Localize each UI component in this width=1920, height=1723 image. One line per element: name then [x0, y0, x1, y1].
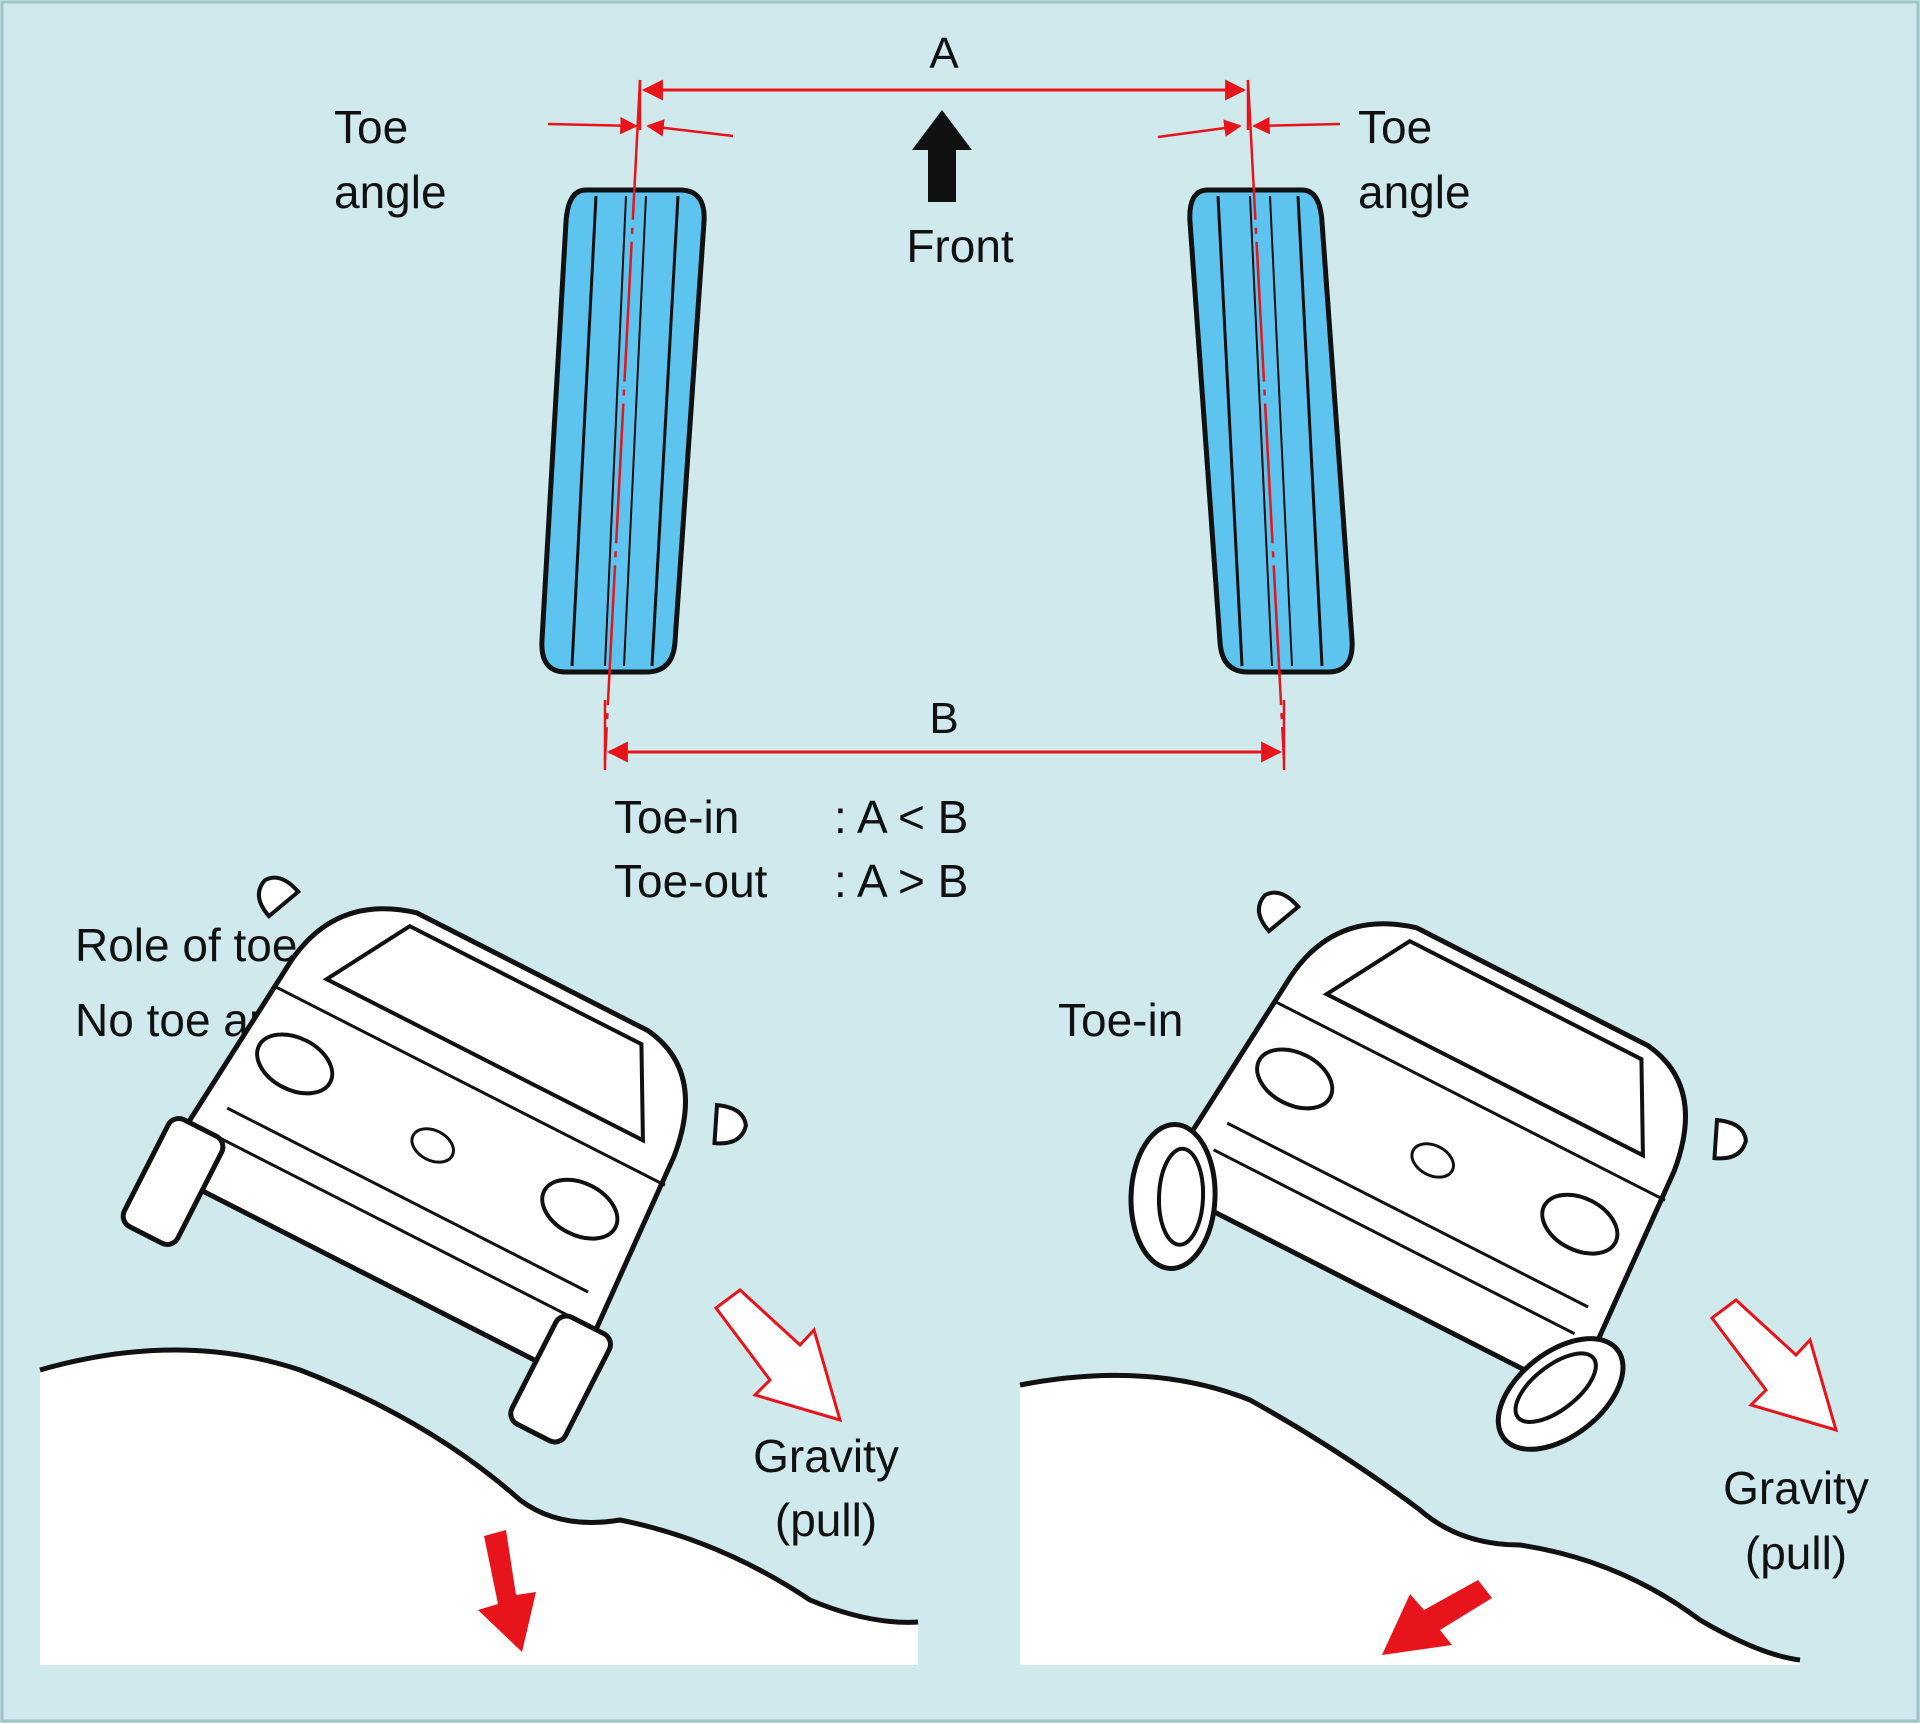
definition-toe-in-relation: : A < B	[834, 791, 968, 843]
gravity-label-line2: (pull)	[775, 1494, 877, 1546]
panel-toe-in: Toe-in Gravi	[1019, 890, 1869, 1665]
panel-title: Toe-in	[1058, 994, 1183, 1046]
right-toe-arrow-inner	[1157, 119, 1242, 139]
toe-angle-left-line2: angle	[334, 166, 447, 218]
toe-angle-right-line2: angle	[1358, 166, 1471, 218]
panel-no-toe-angle: No toe angle Gravity (pull)	[39, 875, 919, 1665]
pull-down-arrow-icon	[478, 1530, 536, 1652]
gravity-label-line1: Gravity	[1723, 1462, 1869, 1514]
hill-outline	[1019, 1372, 1801, 1663]
hill-ground	[40, 1350, 918, 1665]
toe-angle-right-line1: Toe	[1358, 101, 1432, 153]
top-view-wheels: A B Front Toe angle Toe angle Toe-in : A…	[334, 29, 1471, 907]
car-front-view	[120, 875, 748, 1445]
left-toe-arrow-inner	[646, 119, 734, 138]
right-tire	[1187, 187, 1355, 675]
front-arrow-icon	[912, 110, 972, 202]
left-tire-centerline	[603, 79, 642, 761]
toe-angle-left-line1: Toe	[334, 101, 408, 153]
definition-toe-in-term: Toe-in	[614, 791, 739, 843]
gravity-arrow-icon	[713, 1288, 843, 1423]
hill-outline	[39, 1347, 919, 1625]
gravity-label-line1: Gravity	[753, 1430, 899, 1482]
gravity-arrow-icon	[1709, 1298, 1839, 1433]
definition-toe-out-term: Toe-out	[614, 855, 768, 907]
car-front-view	[1128, 890, 1748, 1452]
right-toe-arrow-outer	[1252, 116, 1341, 135]
hill-ground	[1020, 1375, 1800, 1665]
gravity-label-line2: (pull)	[1745, 1527, 1847, 1579]
pull-down-left-arrow-icon	[1382, 1580, 1492, 1655]
left-toe-arrow-outer	[547, 116, 638, 135]
front-label: Front	[906, 220, 1014, 272]
right-tire-centerline	[1246, 79, 1286, 761]
dimension-a-label: A	[929, 29, 959, 78]
definition-toe-out-relation: : A > B	[834, 855, 968, 907]
dimension-b-label: B	[929, 694, 958, 743]
